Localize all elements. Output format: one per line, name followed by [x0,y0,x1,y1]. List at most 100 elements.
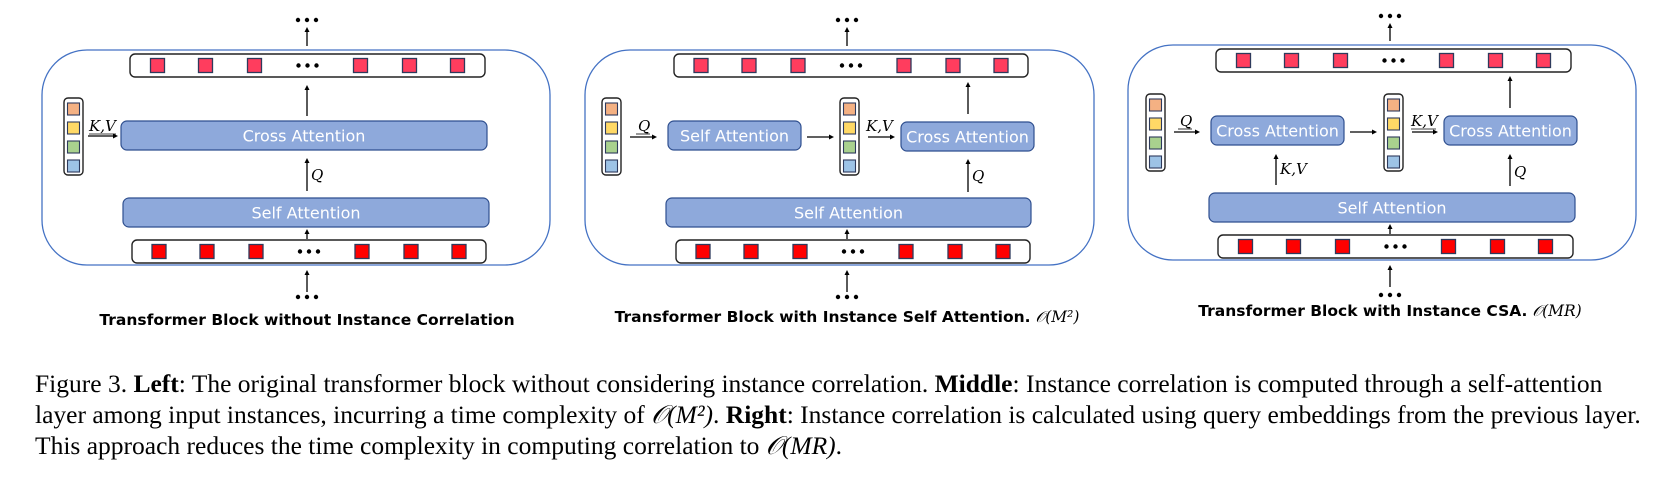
ellipsis-dot [1402,244,1407,249]
ellipsis-dot [304,294,310,300]
token-square [693,57,709,74]
query-token [1148,98,1163,112]
output-token-row [1215,48,1572,73]
ellipsis-dot [848,63,854,68]
q-in-arrow-head [652,134,657,140]
kv-up-label: K,V [1279,160,1309,178]
input-arrow-head [304,270,310,275]
token-square [790,57,806,74]
query-token [1386,117,1401,131]
query-token [604,159,619,173]
query-token-column-frame [63,97,84,176]
token-square [449,57,466,74]
ellipsis-dot [306,249,312,254]
self-attention-label: Self Attention [251,204,360,223]
q-arrow-head [1507,154,1513,159]
ellipsis-dot [1393,244,1398,249]
query-token [842,159,857,173]
ellipsis-dot [313,17,319,23]
ellipsis-dot [304,17,310,23]
query-token [1386,136,1401,150]
query-token [66,140,81,154]
q-label: Q [311,166,323,184]
ellipsis-dot [1396,292,1402,298]
token-square [792,243,808,260]
query-token-column [63,97,84,176]
ellipsis-dot [1382,58,1387,63]
kv-up-arrow-head [1273,154,1279,159]
ellipsis-dot [844,294,850,300]
query-self-attention-box [667,120,802,151]
token-square [1489,238,1506,255]
ellipsis-dot [839,63,845,68]
ellipsis-dot [1384,244,1389,249]
output-ellipsis [295,17,319,23]
input-ellipsis [295,294,319,300]
self-attention: Self Attention [122,197,490,228]
ellipsis-dot [295,294,301,300]
input-ellipsis [835,294,859,300]
self-attention-box [1208,192,1576,223]
query-token [604,140,619,154]
panel-title-complexity: 𝒪(M²) [1031,308,1080,326]
figure-caption: Figure 3. Left: The original transformer… [35,368,1645,461]
input-ellipsis [1378,292,1402,298]
token-square [197,57,214,74]
cross-attention-box [900,121,1035,152]
updated-query-column [839,97,860,176]
token-ellipsis [1382,58,1405,63]
ellipsis-dot [853,17,859,23]
query-token [1386,98,1401,112]
ellipsis-dot [1378,13,1384,19]
token-square [352,57,369,74]
kv-label: K,V [88,117,118,135]
ellipsis-dot [1391,58,1396,63]
kv-arrow-head [890,134,895,140]
q-label: Q [972,167,984,185]
q-in-arrow-head [1195,129,1200,135]
query-self-attention: Self Attention [667,120,802,151]
token-square [1537,238,1554,255]
ellipsis-dot [1396,13,1402,19]
token-square [1438,52,1455,69]
token-square [993,57,1009,74]
q-label: Q [1514,163,1526,181]
cross-to-output-arrow-head [1507,76,1513,81]
query-token-column-frame [1145,93,1166,172]
kv-arrow-head [113,133,118,139]
caption-left-text: : The original transformer block without… [178,369,935,398]
ellipsis-dot [853,294,859,300]
self-attention-label: Self Attention [794,204,903,223]
query-cross-attention-label: Cross Attention [1216,122,1339,141]
token-ellipsis [841,249,865,254]
updated-query-column-frame [1383,93,1404,172]
token-square [1235,52,1252,69]
panel-title-text: Transformer Block with Instance CSA. [1198,302,1527,320]
cross-to-output-arrow-head [965,82,971,87]
token-square [1334,238,1351,255]
caption-middle-label: Middle [934,369,1013,398]
cross-attention: Cross Attention [900,121,1035,152]
input-to-self-arrow-head [844,229,850,234]
input-token-row [675,239,1031,264]
query-cross-attention-box [1210,115,1345,146]
input-token-row [1217,234,1574,259]
q-arrow-head [304,158,310,163]
caption-middle-complexity: 𝒪(M²) [651,400,714,429]
output-token-row [129,53,486,78]
panel-title: Transformer Block with Instance Self Att… [615,308,1080,326]
token-square [246,57,263,74]
ellipsis-dot [295,17,301,23]
token-square [1332,52,1349,69]
cross-attention-label: Cross Attention [243,127,366,146]
panel-title: Transformer Block without Instance Corre… [99,311,514,329]
self-attention-box [665,197,1032,228]
panel-title-text: Transformer Block with Instance Self Att… [615,308,1031,326]
ellipsis-dot [850,249,856,254]
query-token [842,121,857,135]
caption-left-label: Left [133,369,179,398]
token-square [1535,52,1552,69]
query-token-column [601,97,622,176]
caption-middle-end: . [713,400,726,429]
